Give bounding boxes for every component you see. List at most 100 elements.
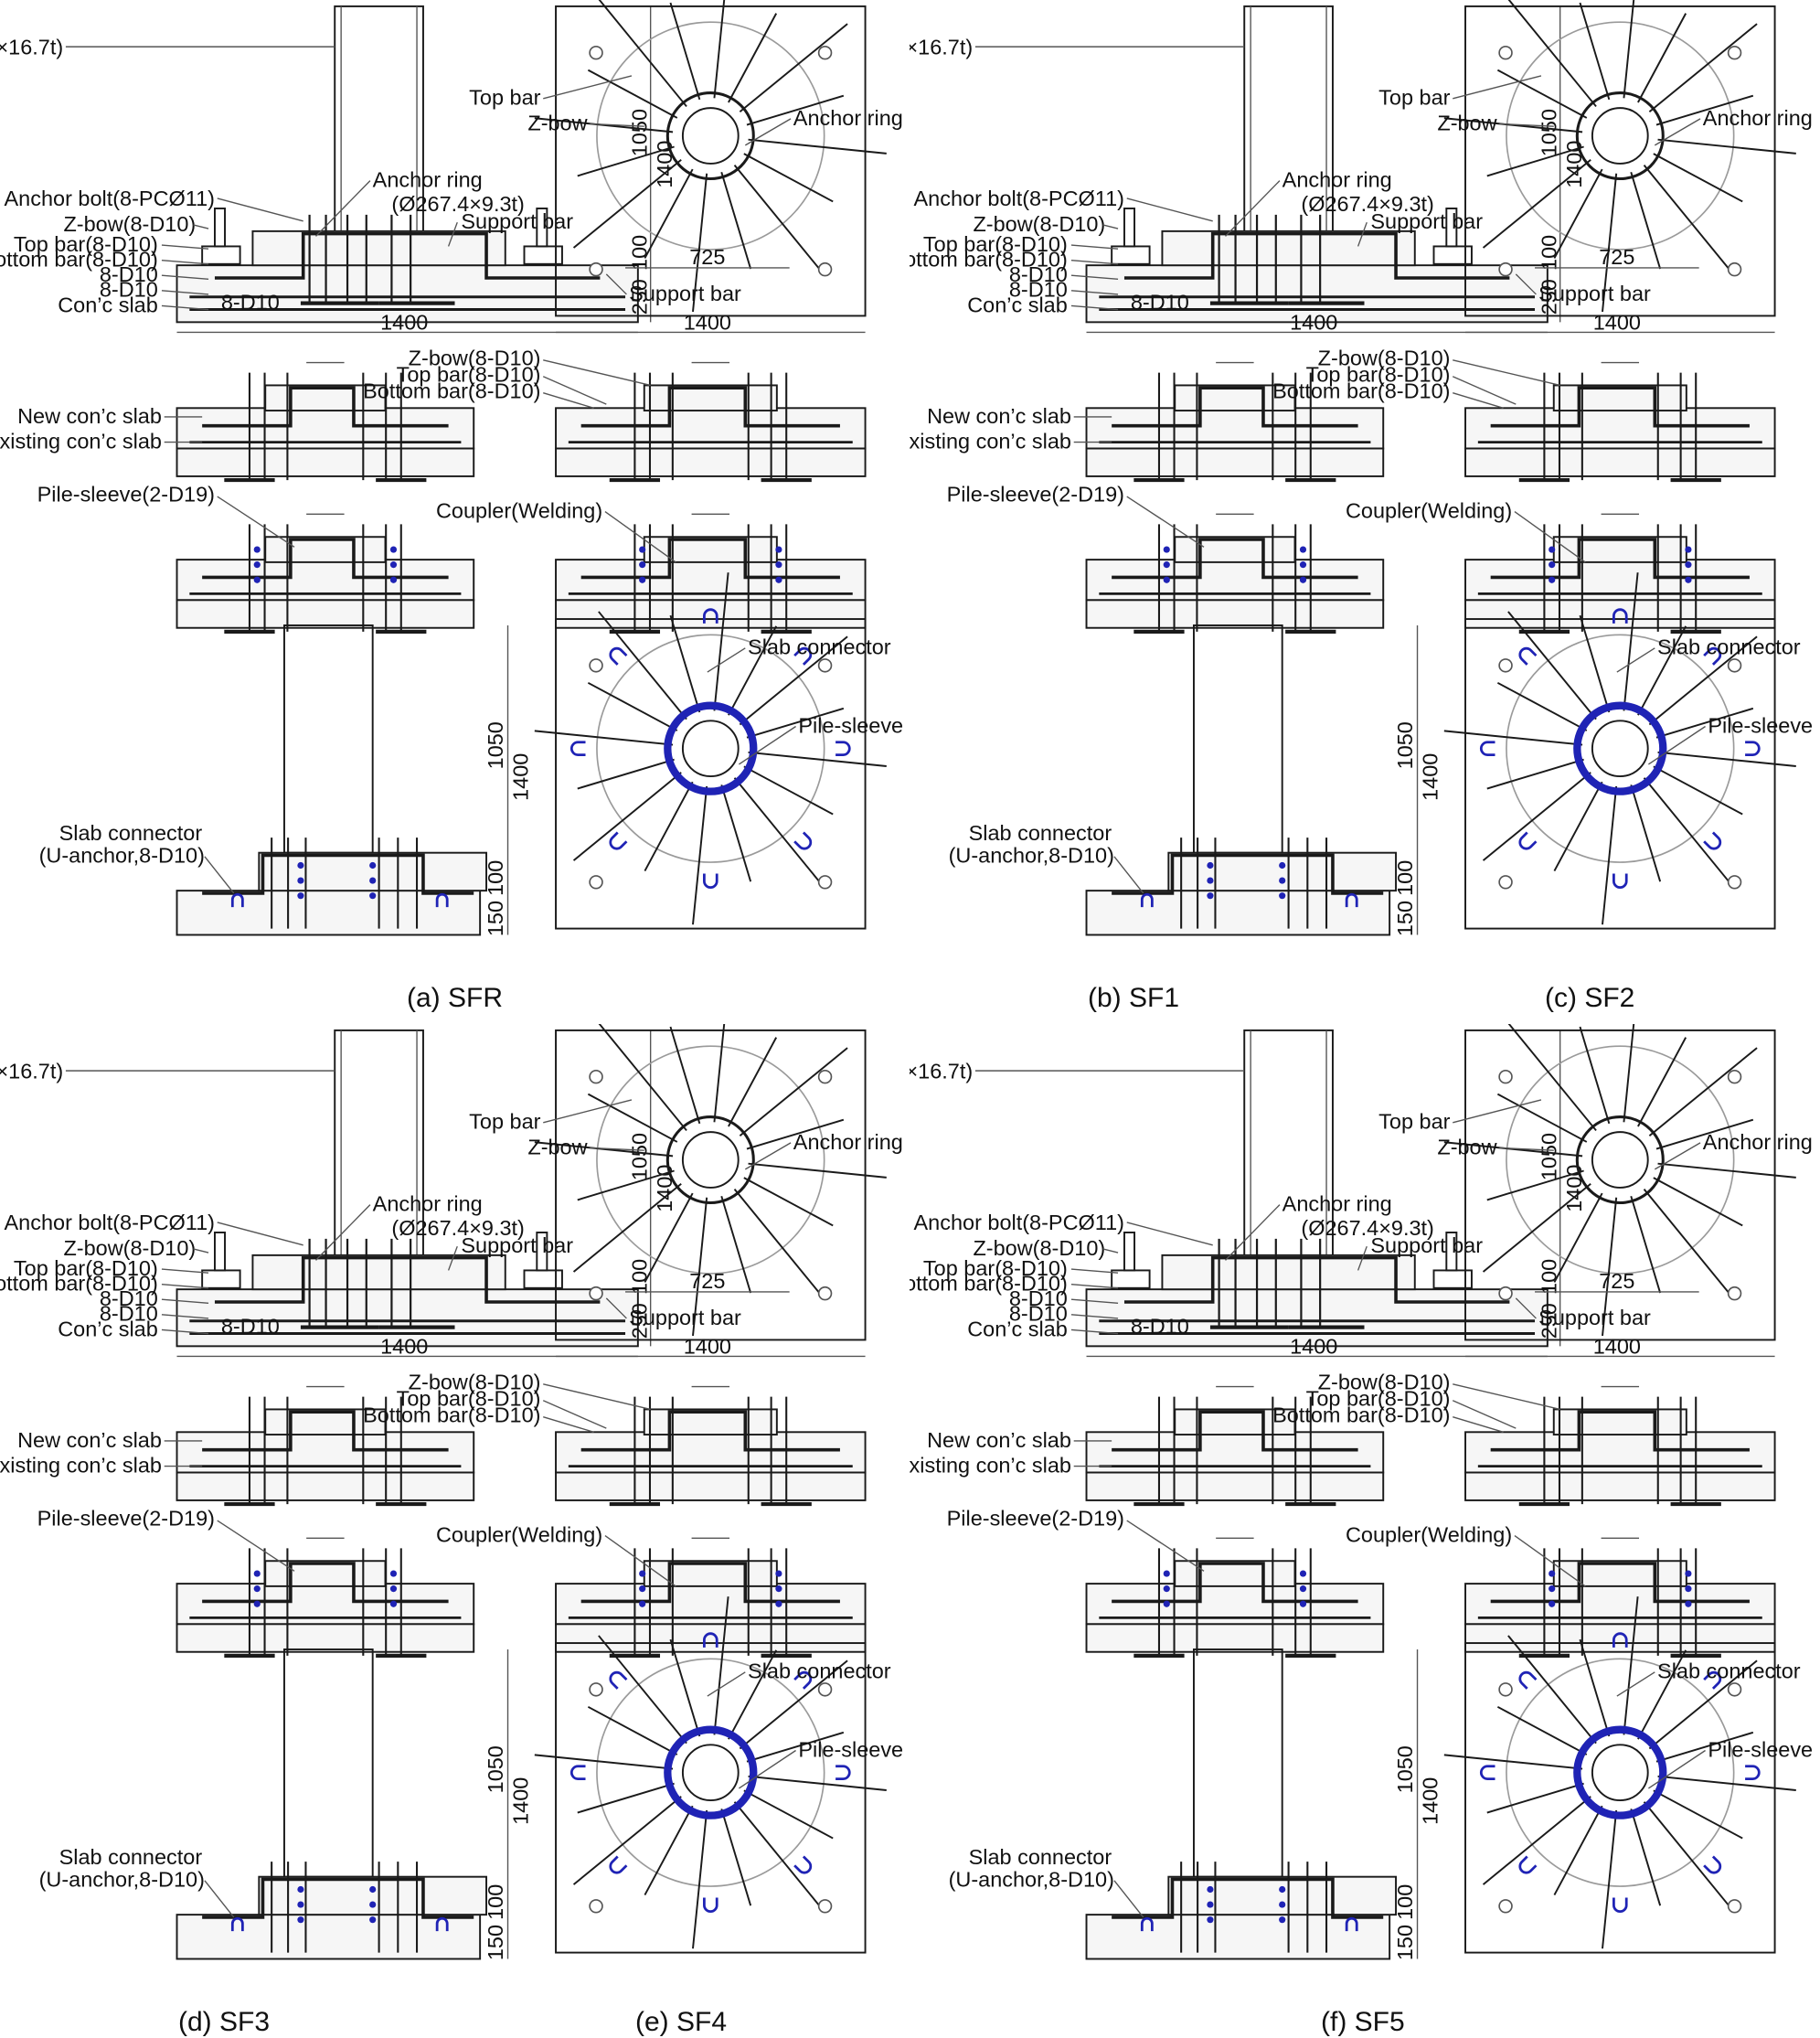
support-base xyxy=(201,1269,241,1289)
leader-line xyxy=(1126,1520,1205,1572)
radial-rebar xyxy=(572,1183,682,1273)
existing-slab xyxy=(1085,599,1385,629)
u-anchor-icon xyxy=(793,831,813,850)
plan-slab-connector-label: Slab connector xyxy=(748,635,891,659)
pile-sleeve-dot xyxy=(775,546,782,553)
radial-rebar xyxy=(587,681,678,731)
radial-rebar xyxy=(746,1118,845,1150)
plan-outer-circle xyxy=(1506,1045,1735,1275)
slab-connector-label: (U-anchor,8-D10) xyxy=(949,1868,1114,1892)
u-anchor-icon xyxy=(1612,608,1628,624)
tower-circle xyxy=(1591,720,1649,778)
plan-z-bow-label: Z-bow xyxy=(1437,111,1496,134)
leader-line xyxy=(1126,1222,1213,1246)
leader-line xyxy=(1126,197,1213,222)
z-bow-rebar xyxy=(1112,1877,1384,1919)
new-slab-label: New con’c slab xyxy=(927,404,1071,428)
radial-rebar xyxy=(746,94,845,126)
caption-d: (d) SF3 xyxy=(178,2007,271,2037)
anchor-ring-label: Anchor ring xyxy=(1283,167,1392,191)
leader-line xyxy=(1453,1383,1560,1411)
leader-line xyxy=(744,1142,792,1170)
radial-rebar xyxy=(1496,1093,1588,1143)
radial-rebar xyxy=(1579,2,1611,101)
z-bow-rebar xyxy=(202,1410,449,1452)
pile-sleeve-dot xyxy=(1685,561,1692,569)
plan-outer-circle xyxy=(596,21,825,251)
slab-connector-label: Slab connector xyxy=(969,821,1112,845)
coupler-label: Coupler(Welding) xyxy=(1346,499,1512,523)
u-anchor-icon xyxy=(703,608,718,624)
leader-line xyxy=(1654,118,1701,146)
radial-rebar xyxy=(720,171,752,270)
existing-slab xyxy=(1085,1623,1385,1653)
pile-sleeve-dot xyxy=(253,1585,261,1593)
slab xyxy=(176,1914,482,1960)
slab xyxy=(1085,890,1391,936)
u-anchor-icon xyxy=(703,1897,718,1914)
pile-sleeve-dot xyxy=(253,576,261,583)
u-anchor-icon xyxy=(435,1916,449,1932)
u-anchor-icon xyxy=(835,1765,851,1780)
pile-sleeve-label: Pile-sleeve(2-D19) xyxy=(37,1507,215,1531)
plan-anchor-ring-label: Anchor ring xyxy=(793,1130,903,1154)
plan-pile-sleeve-label: Pile-sleeve xyxy=(1708,713,1813,737)
z-bow-rebar xyxy=(1123,231,1510,280)
bar-label: 8-D10 xyxy=(1131,1315,1189,1339)
plan-slab-outline xyxy=(555,1642,867,1954)
pile-sleeve-dot xyxy=(639,576,646,583)
caption-b: (b) SF1 xyxy=(1088,983,1180,1013)
pedestal xyxy=(1161,229,1416,267)
leader-line xyxy=(161,1314,209,1319)
leader-line xyxy=(590,123,644,127)
bottom-bar-label: Bottom bar(8-D10) xyxy=(1272,379,1450,402)
leader-line xyxy=(543,359,651,387)
pile-sleeve-dot xyxy=(1299,1570,1307,1577)
slab-connector-label: Slab connector xyxy=(59,821,203,845)
radial-rebar xyxy=(746,1731,845,1763)
dim-label: 725 xyxy=(689,245,725,269)
leader-line xyxy=(161,274,209,281)
leader-line xyxy=(1514,1535,1586,1587)
existing-slab xyxy=(176,599,475,629)
slab-connector-label: Slab connector xyxy=(59,1845,203,1869)
pile-sleeve-dot xyxy=(1299,561,1307,569)
support-bar xyxy=(1123,208,1135,248)
pile-sleeve-dot xyxy=(1207,861,1214,870)
radial-rebar xyxy=(1630,1809,1662,1906)
z-bow-rebar xyxy=(214,1255,601,1304)
pile-sleeve-dot xyxy=(369,1916,377,1924)
pile-sleeve-dot xyxy=(297,1901,304,1908)
pile-sleeve-dot xyxy=(1163,546,1170,553)
radial-rebar xyxy=(720,1195,752,1294)
leader-line xyxy=(1070,304,1119,311)
radial-rebar xyxy=(587,1705,678,1755)
leader-line xyxy=(605,273,627,295)
plan-anchor-ring-label: Anchor ring xyxy=(793,106,903,130)
slab xyxy=(1085,264,1549,324)
leader-line xyxy=(217,197,303,222)
leader-line xyxy=(161,1268,209,1274)
steel-tower xyxy=(282,624,374,854)
top-bar-label: Top bar(8-D10) xyxy=(1306,1386,1451,1410)
support-bar-circle xyxy=(589,1682,603,1697)
bar-label: 8-D10 xyxy=(100,262,158,286)
anchor-ring-label: (Ø267.4×9.3t) xyxy=(391,192,524,216)
pile-sleeve-dot xyxy=(1299,1600,1307,1607)
u-anchor-icon xyxy=(1140,1916,1154,1932)
tower-circle xyxy=(1591,107,1649,165)
plan-slab-connector-label: Slab connector xyxy=(1657,635,1801,659)
radial-rebar xyxy=(1507,611,1597,720)
anchor-bolt-label: Anchor bolt(8-PCØ11) xyxy=(914,187,1124,210)
leader-line xyxy=(1616,1671,1655,1697)
plan-support-bar-label: Support bar xyxy=(1538,1306,1651,1329)
steel-tower xyxy=(1192,1648,1283,1878)
dim-width: 1400 xyxy=(1593,1335,1641,1359)
dim-width: 1400 xyxy=(684,311,731,335)
plan-pile-sleeve-label: Pile-sleeve xyxy=(798,1737,903,1761)
radial-rebar xyxy=(1637,13,1687,103)
conc-slab-label: Con’c slab xyxy=(967,293,1068,316)
radial-rebar xyxy=(587,69,678,119)
u-anchor-icon xyxy=(609,1670,628,1690)
z-bow-rebar xyxy=(1490,538,1750,580)
